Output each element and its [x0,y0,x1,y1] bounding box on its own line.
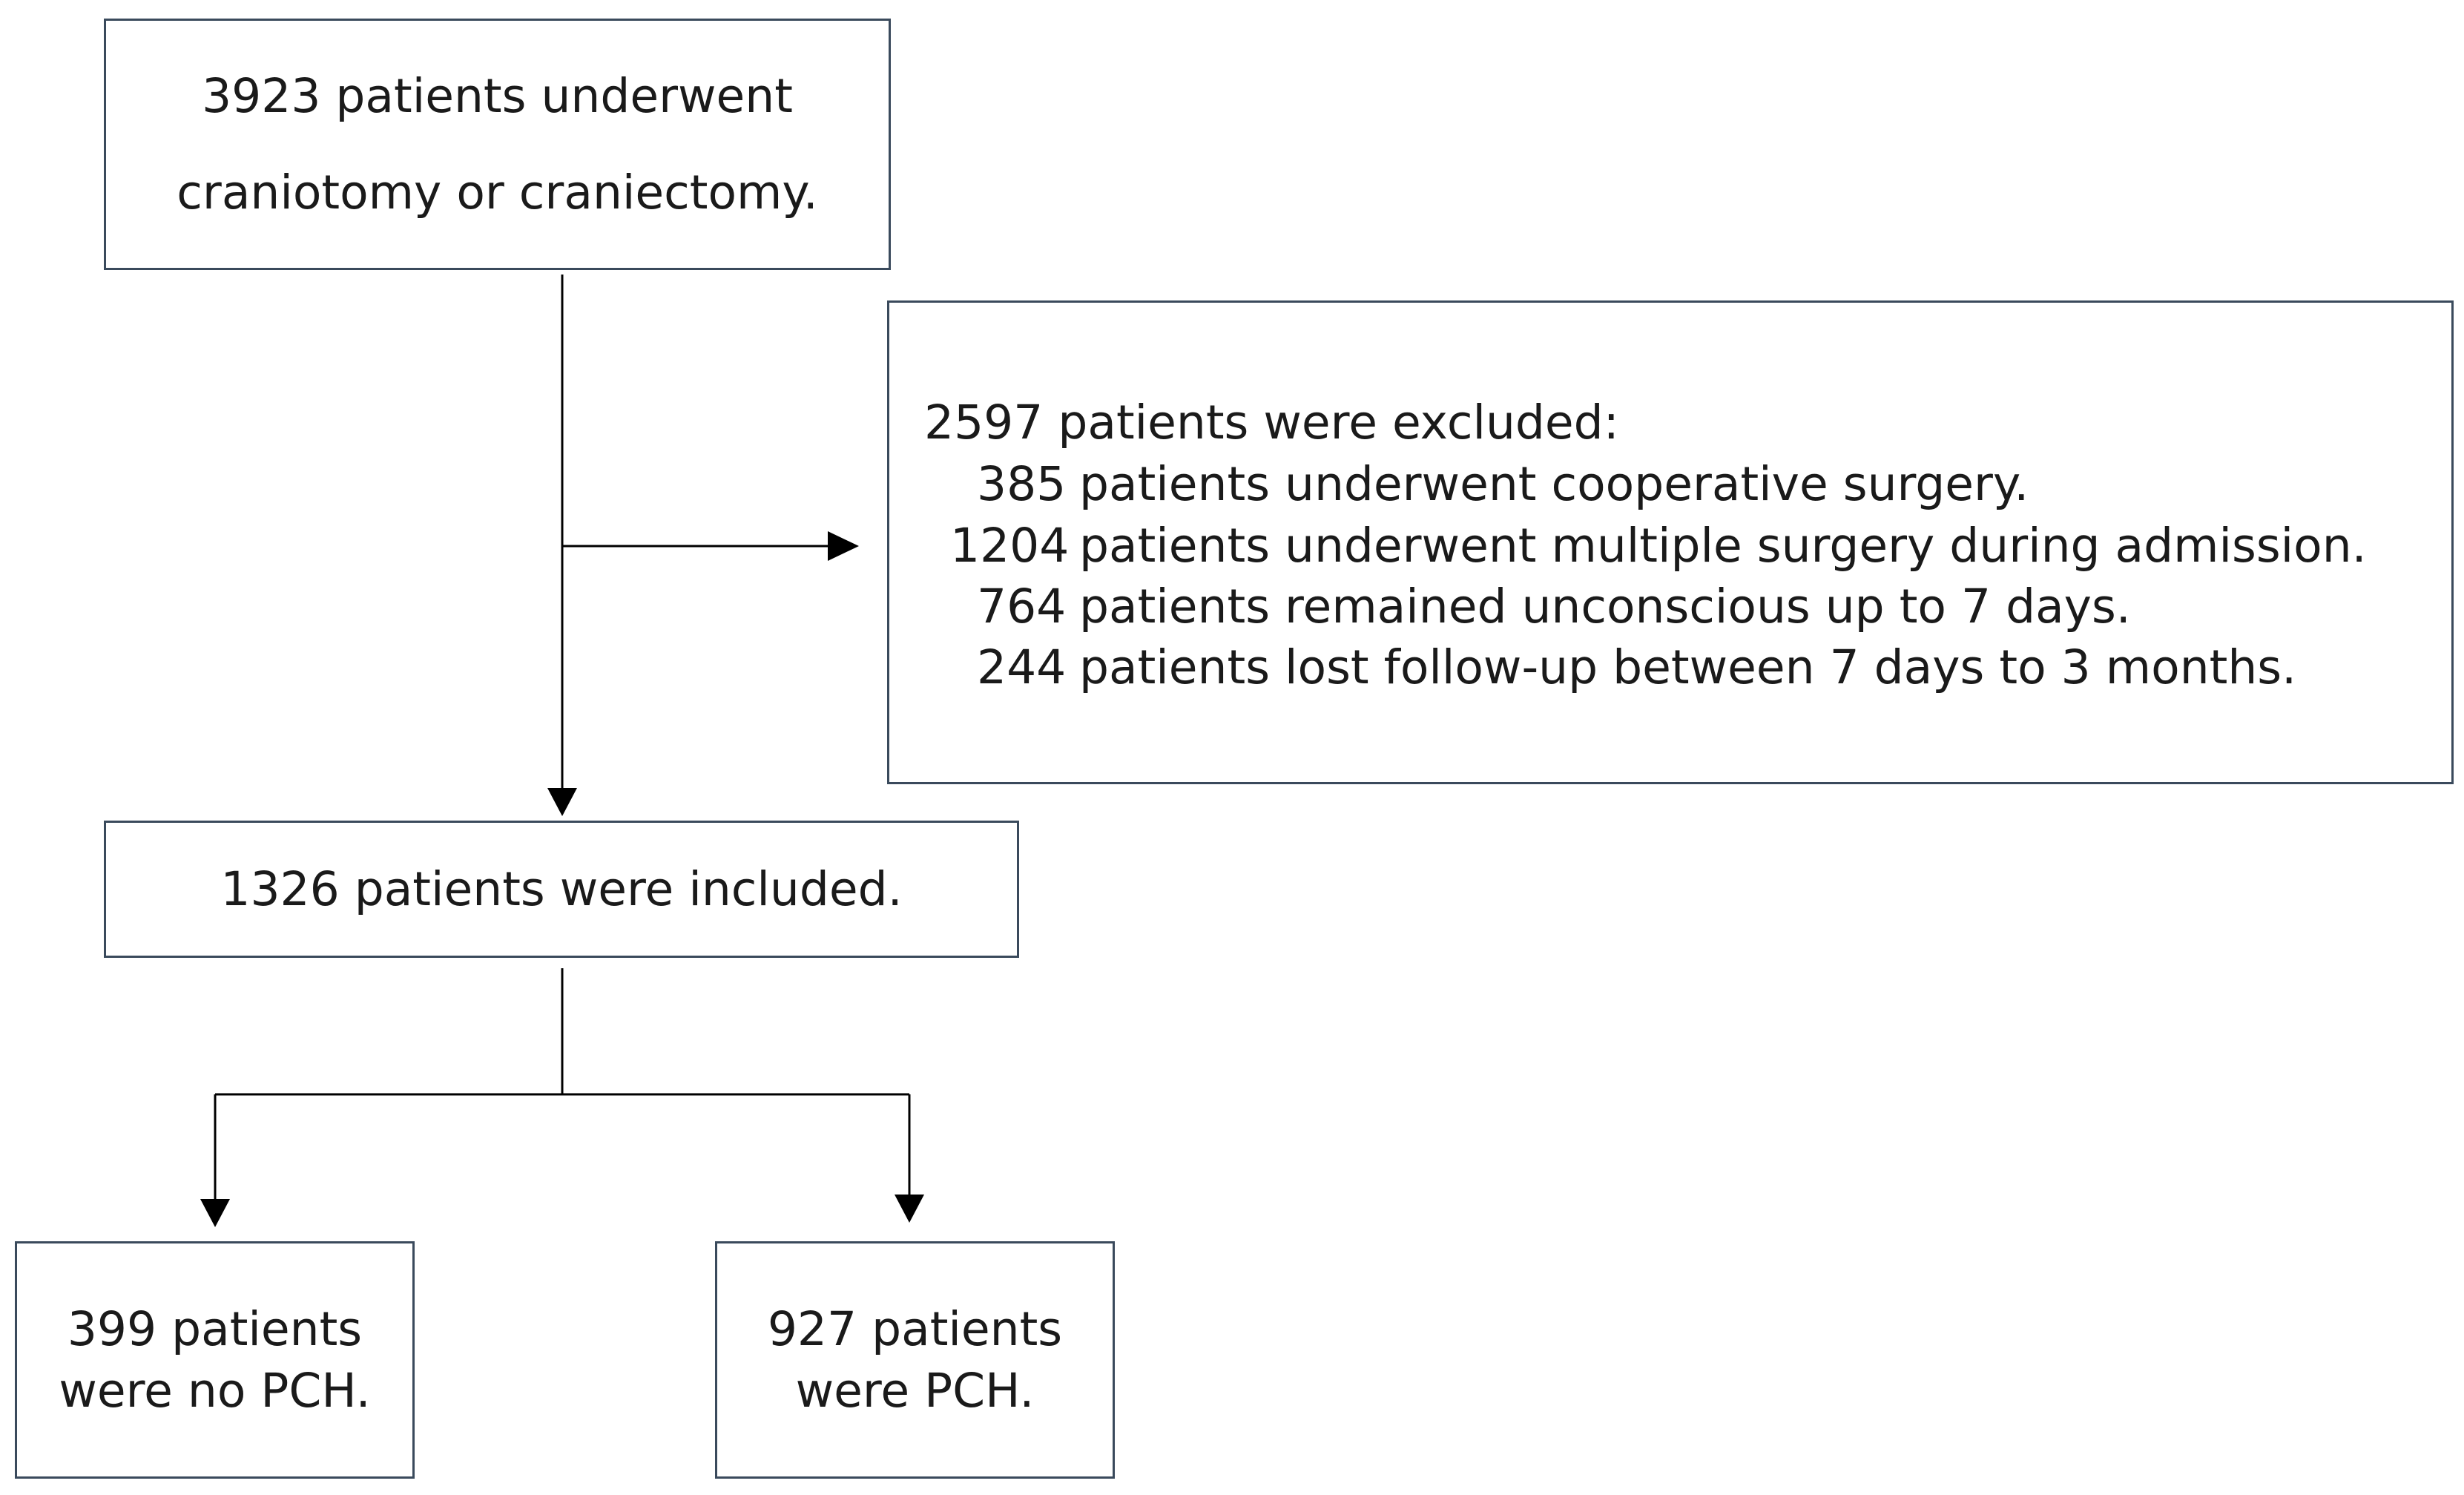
exclusion-count: 244 [977,640,1067,694]
arrowhead-to-pch [895,1195,924,1223]
pch-line-1: 927 patients [767,1302,1063,1356]
exclusion-reason: patients remained unconscious up to 7 da… [1079,579,2131,634]
arrowhead-to-included [547,788,577,816]
pch-box: 927 patients were PCH. [715,1241,1115,1479]
arrowhead-to-no-pch [200,1199,230,1227]
excluded-header: 2597 patients were excluded: [924,395,1619,450]
exclusion-reason: patients lost follow-up between 7 days t… [1079,640,2297,694]
exclusion-count: 385 [977,457,1067,511]
screened-line-1: 3923 patients underwent [202,69,793,123]
exclusion-count: 764 [977,579,1067,634]
exclusion-reason: patients underwent cooperative surgery. [1079,457,2029,511]
included-patients-box: 1326 patients were included. [104,821,1019,958]
screened-line-2: craniotomy or craniectomy. [177,165,818,220]
no-pch-line-1: 399 patients [67,1302,363,1356]
included-text: 1326 patients were included. [220,862,903,916]
arrowhead-to-excluded [828,531,859,561]
excluded-patients-box: 2597 patients were excluded: 385 patient… [887,300,2454,784]
no-pch-line-2: were no PCH. [59,1364,371,1418]
no-pch-box: 399 patients were no PCH. [15,1241,415,1479]
exclusion-count: 1204 [950,519,1070,573]
pch-line-2: were PCH. [795,1364,1035,1418]
exclusion-reason: patients underwent multiple surgery duri… [1079,519,2367,573]
screened-patients-box: 3923 patients underwent craniotomy or cr… [104,19,891,270]
